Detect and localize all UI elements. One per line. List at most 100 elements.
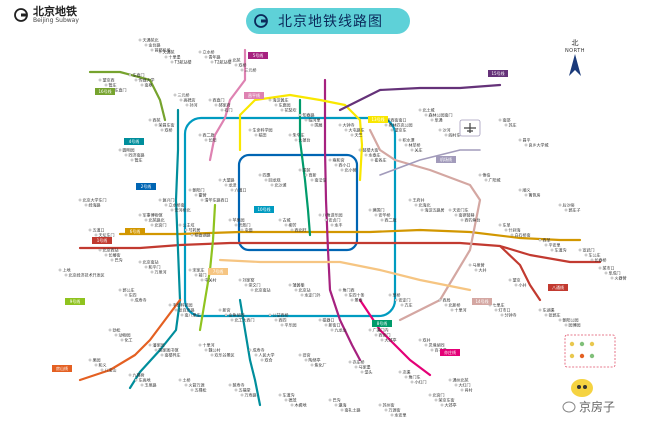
station-dot[interactable] [138, 260, 142, 264]
station-dot[interactable] [374, 333, 378, 337]
station-dot[interactable] [298, 168, 302, 172]
station-dot[interactable] [578, 248, 582, 252]
station-dot[interactable] [510, 233, 514, 237]
station-dot[interactable] [340, 168, 344, 172]
station-dot[interactable] [414, 203, 418, 207]
station-dot[interactable] [390, 128, 394, 132]
station-dot[interactable] [124, 153, 128, 157]
station-dot[interactable] [290, 403, 294, 407]
station-dot[interactable] [434, 398, 438, 402]
station-dot[interactable] [538, 308, 542, 312]
station-dot[interactable] [154, 123, 158, 127]
station-dot[interactable] [304, 358, 308, 362]
station-dot[interactable] [524, 143, 528, 147]
station-dot[interactable] [234, 223, 238, 227]
station-dot[interactable] [598, 266, 602, 270]
station-dot[interactable] [400, 303, 404, 307]
station-dot[interactable] [84, 203, 88, 207]
station-dot[interactable] [240, 393, 244, 397]
station-dot[interactable] [514, 283, 518, 287]
station-dot[interactable] [194, 273, 198, 277]
station-dot[interactable] [340, 408, 344, 412]
station-dot[interactable] [318, 213, 322, 217]
station-dot[interactable] [484, 178, 488, 182]
station-dot[interactable] [104, 253, 108, 257]
station-dot[interactable] [358, 148, 362, 152]
station-dot[interactable] [444, 133, 448, 137]
station-dot[interactable] [100, 368, 104, 372]
station-dot[interactable] [324, 323, 328, 327]
station-dot[interactable] [410, 148, 414, 152]
station-dot[interactable] [504, 228, 508, 232]
station-dot[interactable] [590, 258, 594, 262]
station-dot[interactable] [64, 273, 68, 277]
station-dot[interactable] [110, 258, 114, 262]
station-dot[interactable] [194, 193, 198, 197]
station-dot[interactable] [460, 388, 464, 392]
station-dot[interactable] [408, 198, 412, 202]
station-dot[interactable] [350, 298, 354, 302]
station-dot[interactable] [310, 363, 314, 367]
station-dot[interactable] [438, 128, 442, 132]
station-dot[interactable] [260, 358, 264, 362]
station-dot[interactable] [370, 158, 374, 162]
station-dot[interactable] [108, 328, 112, 332]
station-dot[interactable] [268, 313, 272, 317]
station-dot[interactable] [364, 153, 368, 157]
station-dot[interactable] [160, 128, 164, 132]
station-dot[interactable] [250, 288, 254, 292]
station-dot[interactable] [454, 383, 458, 387]
station-dot[interactable] [404, 375, 408, 379]
station-dot[interactable] [350, 133, 354, 137]
station-dot[interactable] [558, 203, 562, 207]
station-dot[interactable] [210, 353, 214, 357]
station-dot[interactable] [338, 123, 342, 127]
station-dot[interactable] [280, 323, 284, 327]
station-dot[interactable] [170, 60, 174, 64]
station-dot[interactable] [604, 271, 608, 275]
station-dot[interactable] [424, 343, 428, 347]
station-dot[interactable] [448, 208, 452, 212]
station-dot[interactable] [148, 118, 152, 122]
station-dot[interactable] [130, 298, 134, 302]
station-dot[interactable] [410, 380, 414, 384]
station-dot[interactable] [524, 193, 528, 197]
station-dot[interactable] [134, 78, 138, 82]
station-dot[interactable] [448, 378, 452, 382]
station-dot[interactable] [228, 383, 232, 387]
station-dot[interactable] [550, 248, 554, 252]
station-dot[interactable] [179, 98, 183, 102]
station-dot[interactable] [330, 223, 334, 227]
station-dot[interactable] [144, 43, 148, 47]
station-dot[interactable] [88, 358, 92, 362]
station-dot[interactable] [270, 183, 274, 187]
station-dot[interactable] [330, 328, 334, 332]
station-dot[interactable] [274, 103, 278, 107]
station-dot[interactable] [210, 60, 214, 64]
station-dot[interactable] [284, 223, 288, 227]
station-dot[interactable] [254, 133, 258, 137]
station-dot[interactable] [190, 388, 194, 392]
station-dot[interactable] [500, 313, 504, 317]
station-dot[interactable] [420, 208, 424, 212]
station-dot[interactable] [188, 188, 192, 192]
station-dot[interactable] [274, 318, 278, 322]
station-dot[interactable] [234, 63, 238, 67]
station-dot[interactable] [128, 373, 132, 377]
station-dot[interactable] [544, 243, 548, 247]
station-dot[interactable] [610, 276, 614, 280]
station-dot[interactable] [130, 158, 134, 162]
station-dot[interactable] [284, 398, 288, 402]
station-dot[interactable] [474, 268, 478, 272]
station-dot[interactable] [334, 403, 338, 407]
station-dot[interactable] [184, 383, 188, 387]
station-dot[interactable] [168, 303, 172, 307]
station-dot[interactable] [304, 118, 308, 122]
station-dot[interactable] [138, 38, 142, 42]
station-dot[interactable] [208, 98, 212, 102]
station-dot[interactable] [248, 348, 252, 352]
station-dot[interactable] [460, 218, 464, 222]
station-dot[interactable] [248, 128, 252, 132]
station-dot[interactable] [378, 403, 382, 407]
station-dot[interactable] [478, 173, 482, 177]
